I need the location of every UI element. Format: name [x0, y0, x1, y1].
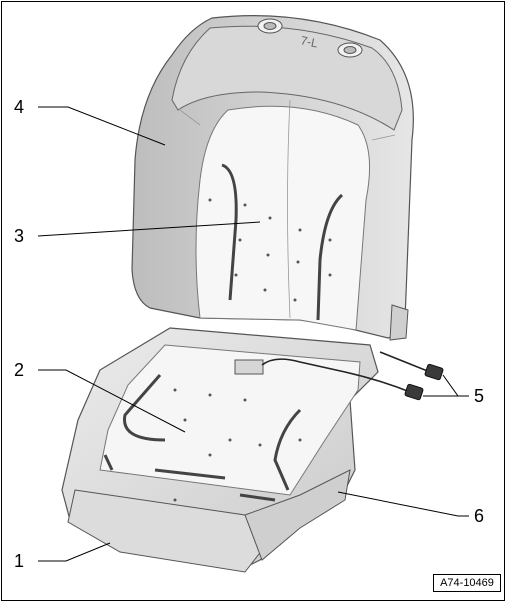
seat-clip-points [173, 388, 302, 502]
backrest-clip-points [208, 198, 332, 302]
wiring-harness [261, 351, 431, 393]
callout-2: 2 [14, 360, 24, 380]
harness-connectors [404, 363, 444, 401]
callout-1: 1 [14, 551, 24, 571]
callout-5: 5 [474, 386, 484, 406]
seat-cushion-front-edge [67, 469, 351, 573]
callout-6: 6 [474, 506, 484, 526]
backrest-bracket [389, 304, 409, 341]
embossed-marking: 7-L [299, 33, 319, 50]
backrest-bolster-strips [221, 163, 344, 321]
seat-connector-plate [234, 359, 264, 375]
figure-id-label: A74-10469 [433, 574, 501, 592]
headrest-guide-sockets [257, 18, 363, 58]
callout-leader-lines [37, 106, 469, 562]
seat-heating-element [99, 344, 361, 496]
backrest-seams [179, 99, 396, 319]
backrest-heating-element [195, 105, 371, 331]
callout-3: 3 [14, 226, 24, 246]
seat-heating-strips [103, 374, 302, 502]
callout-4: 4 [14, 97, 24, 117]
